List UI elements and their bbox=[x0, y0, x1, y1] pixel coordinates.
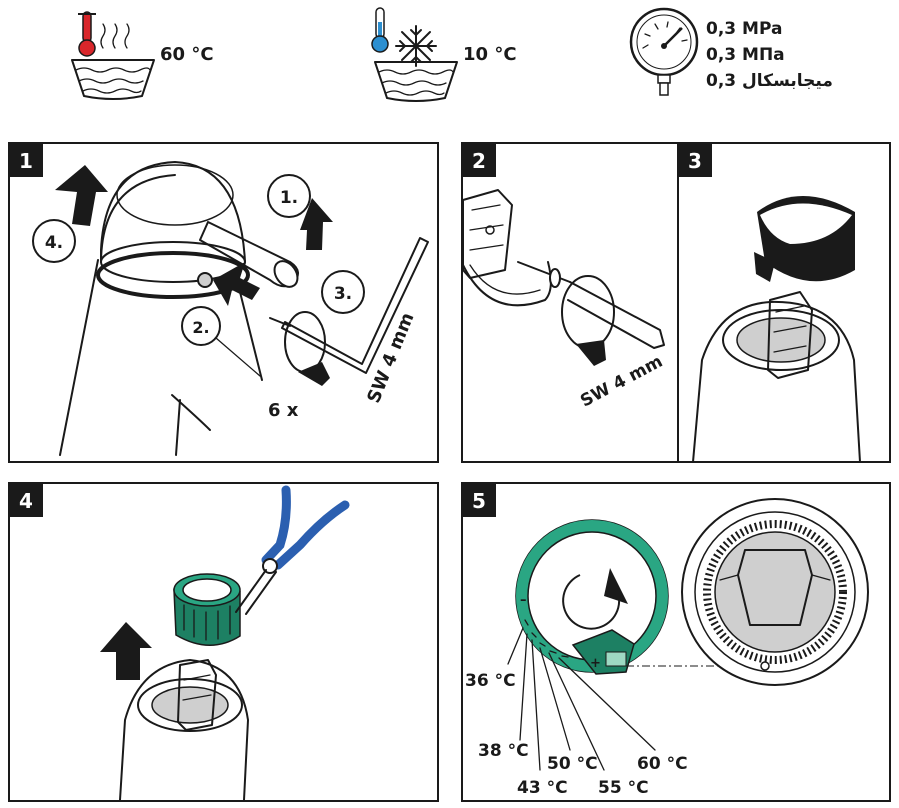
arrow-up-icon bbox=[55, 165, 108, 226]
step-3-number: 3 bbox=[688, 149, 702, 173]
hex-key bbox=[269, 237, 429, 374]
step-4-number: 4 bbox=[19, 489, 33, 513]
temperature-ring-green: + – bbox=[515, 519, 669, 675]
step-1-panel: 1 bbox=[8, 142, 439, 463]
step-3-badge bbox=[678, 143, 712, 177]
grub-screw bbox=[197, 272, 213, 288]
step-1-badge bbox=[9, 143, 43, 177]
temperature-ring-green bbox=[173, 573, 241, 646]
svg-text:+: + bbox=[590, 656, 601, 671]
faucet-body bbox=[59, 161, 263, 456]
callout-4-circle bbox=[32, 219, 76, 263]
step-1-count: 6 x bbox=[268, 400, 299, 421]
temp-50: 50 °C bbox=[547, 754, 598, 774]
temp-60: 60 °C bbox=[637, 754, 688, 774]
thermometer-cold-icon bbox=[371, 7, 389, 53]
cold-water-spec: 10 °C bbox=[371, 7, 517, 102]
step-2-badge bbox=[462, 143, 496, 177]
hot-temp-label: 60 °C bbox=[160, 44, 214, 65]
callout-1: 1. bbox=[280, 188, 298, 208]
callout-3: 3. bbox=[334, 284, 352, 304]
faucet-body bbox=[119, 659, 249, 801]
callout-2-circle bbox=[181, 306, 221, 346]
step-5-panel: 5 + – 36 °C 38 °C 43 °C bbox=[461, 482, 891, 802]
rotate-icon bbox=[754, 196, 855, 282]
callout-2: 2. bbox=[192, 318, 209, 337]
hot-water-spec: 60 °C bbox=[71, 11, 214, 100]
callout-1-circle bbox=[267, 174, 311, 218]
thermometer-hot-icon bbox=[78, 11, 96, 57]
step-5-badge bbox=[462, 483, 496, 517]
temp-38: 38 °C bbox=[478, 741, 529, 761]
pressure-gauge-icon bbox=[629, 7, 699, 96]
step-3-panel: 3 bbox=[677, 142, 891, 463]
pressure-mpa-cyrillic-label: 0,3 МПа bbox=[706, 45, 785, 65]
step-4-badge bbox=[9, 483, 43, 517]
step-1-number: 1 bbox=[19, 149, 33, 173]
pliers bbox=[235, 485, 350, 615]
step-2-panel: 2 SW 4 mm bbox=[461, 142, 679, 463]
steam-icon bbox=[100, 23, 130, 49]
rotate-icon bbox=[562, 568, 628, 630]
pressure-arabic-label: 0,3 میجابسکال bbox=[706, 71, 833, 91]
step-5-number: 5 bbox=[472, 489, 486, 513]
valve-top-view bbox=[681, 498, 869, 686]
grub-screw-extraction bbox=[517, 261, 665, 349]
temp-55: 55 °C bbox=[598, 778, 649, 798]
arrow-up-icon bbox=[300, 198, 333, 250]
basin-cold-icon bbox=[374, 61, 458, 102]
rotate-icon bbox=[561, 275, 615, 366]
basin-hot-icon bbox=[71, 59, 155, 100]
step-2-number: 2 bbox=[472, 149, 486, 173]
cold-temp-label: 10 °C bbox=[463, 44, 517, 65]
faucet-lever bbox=[199, 221, 299, 288]
temp-36: 36 °C bbox=[465, 671, 516, 691]
rotate-icon bbox=[284, 311, 330, 386]
pressure-spec: 0,3 MPa 0,3 МПа 0,3 میجابسکال bbox=[629, 7, 833, 96]
cartridge-in-body bbox=[692, 291, 861, 463]
pressure-mpa-label: 0,3 MPa bbox=[706, 19, 782, 39]
svg-text:–: – bbox=[520, 593, 527, 608]
callout-3-circle bbox=[321, 270, 365, 314]
callout-4: 4. bbox=[45, 233, 63, 253]
snowflake-icon bbox=[395, 25, 437, 67]
step-4-panel: 4 bbox=[8, 482, 439, 802]
arrow-push-icon bbox=[213, 262, 260, 306]
arrow-up-icon bbox=[100, 622, 152, 680]
temp-43: 43 °C bbox=[517, 778, 568, 798]
